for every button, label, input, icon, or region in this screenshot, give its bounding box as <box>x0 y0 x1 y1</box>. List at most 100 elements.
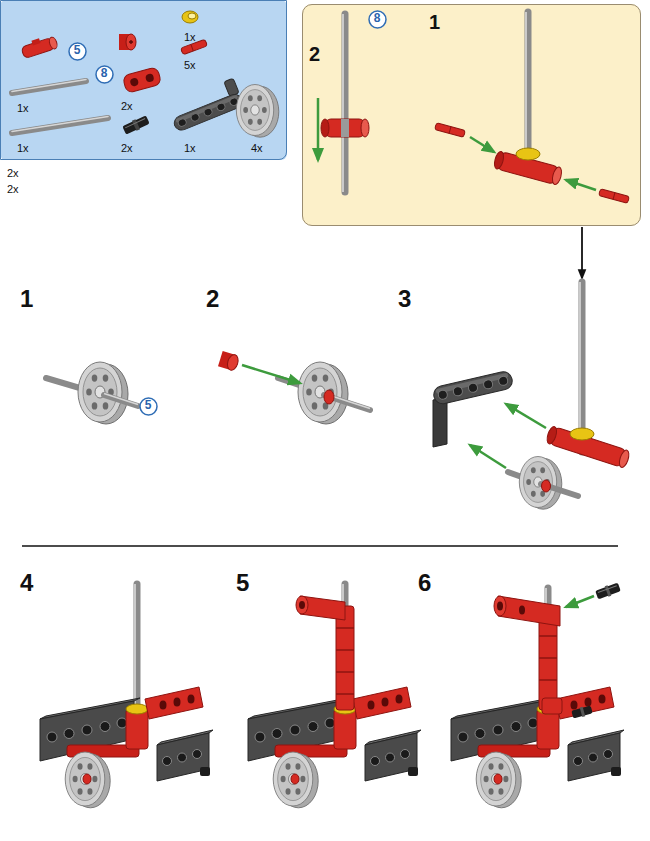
callout-number: 8 <box>101 67 108 80</box>
step3-art <box>470 445 506 468</box>
step1-art <box>104 395 138 406</box>
parts-art <box>182 11 198 23</box>
sub-step-art <box>321 119 329 137</box>
step3-art <box>432 370 514 406</box>
step-number: 2 <box>206 286 219 312</box>
parts-art <box>122 115 150 136</box>
inset-panel: 8 1 2 <box>302 4 641 226</box>
step3-art <box>618 449 631 469</box>
step5-art <box>336 628 354 694</box>
step6-art <box>539 636 557 680</box>
step-number: 4 <box>20 570 33 596</box>
callout-circle: 8 <box>95 65 114 84</box>
sub-step-art <box>599 189 630 204</box>
parts-art <box>188 13 196 19</box>
step3-art <box>432 282 631 509</box>
step6-art <box>605 585 612 596</box>
step5-art <box>248 584 421 808</box>
step4-art <box>134 584 141 712</box>
divider-rule <box>22 545 618 547</box>
step3-art <box>545 425 558 445</box>
parts-art <box>145 73 155 83</box>
part-count: 1x <box>184 31 196 43</box>
step2-art <box>324 390 334 404</box>
sub-step-art <box>342 14 344 192</box>
sub-step-art <box>321 119 369 137</box>
sub-step-art <box>325 119 365 137</box>
parts-art <box>12 81 86 93</box>
sub-step-number: 1 <box>429 11 440 33</box>
step6-art <box>519 606 525 615</box>
parts-art <box>119 34 136 50</box>
sub-step-art <box>613 193 615 200</box>
step6-art <box>542 698 562 714</box>
step4-art <box>40 687 213 808</box>
sub-step-art <box>525 12 532 170</box>
step5-art <box>248 687 421 808</box>
parts-art <box>126 34 136 50</box>
sub-step-art <box>342 14 349 192</box>
part-count: 2x <box>121 100 133 112</box>
parts-art <box>224 78 239 97</box>
step6-art <box>451 687 624 808</box>
parts-art <box>236 85 278 138</box>
parts-panel-ground <box>0 0 287 160</box>
sub-step-art <box>566 180 596 190</box>
sub-step-art <box>341 119 349 137</box>
sub-step-number: 2 <box>309 43 320 65</box>
callout-outline <box>369 11 386 28</box>
sub-step-art <box>599 189 630 204</box>
step6-art <box>598 586 617 593</box>
step-number: 1 <box>20 286 33 312</box>
part-count: 1x <box>17 142 29 154</box>
step2-art <box>218 351 240 372</box>
parts-art <box>12 80 86 92</box>
step3-art <box>579 282 581 452</box>
sub-step-art <box>449 127 451 134</box>
parts-art <box>12 11 279 137</box>
inset-panel-ground <box>302 4 641 226</box>
parts-art <box>166 78 244 132</box>
parts-art <box>12 117 108 132</box>
parts-art <box>129 40 133 44</box>
sub-step-art <box>470 137 494 152</box>
parts-art <box>125 119 145 128</box>
sub-step-art <box>493 151 505 170</box>
step3-art <box>579 282 586 452</box>
step1-art <box>104 394 138 405</box>
sub-step-art <box>551 166 563 185</box>
callout-circle: 5 <box>139 397 158 416</box>
step2-art <box>242 365 300 383</box>
step6-art <box>595 583 621 600</box>
step4-art <box>40 584 213 808</box>
step2-art <box>218 351 370 424</box>
parts-art <box>20 33 58 58</box>
parts-art <box>31 38 40 45</box>
step6-art <box>451 582 624 808</box>
step6-art <box>498 596 560 626</box>
parts-art <box>122 67 161 94</box>
step-number: 3 <box>398 286 411 312</box>
step6-art <box>497 602 503 611</box>
step6-art <box>494 596 506 616</box>
sub-step-art <box>435 123 466 138</box>
sub-step-art <box>435 123 466 138</box>
part-count: 5x <box>184 59 196 71</box>
step6-art <box>580 707 585 717</box>
parts-art <box>12 118 108 133</box>
step3-art <box>542 480 551 492</box>
parts-art <box>172 92 244 132</box>
part-count: 2x <box>7 167 19 179</box>
parts-panel: 581x5x1x2x1x2x1x4x2x2x <box>0 0 287 160</box>
callout-circle: 8 <box>368 10 387 29</box>
step6-art <box>571 705 593 720</box>
parts-art <box>191 44 193 51</box>
callout-number: 8 <box>374 12 381 25</box>
callout-outline <box>69 43 86 60</box>
step6-art <box>566 596 594 607</box>
step5-art <box>336 606 354 710</box>
step6-art <box>595 582 621 601</box>
step5-art <box>296 596 308 614</box>
sub-step-art <box>318 12 629 203</box>
